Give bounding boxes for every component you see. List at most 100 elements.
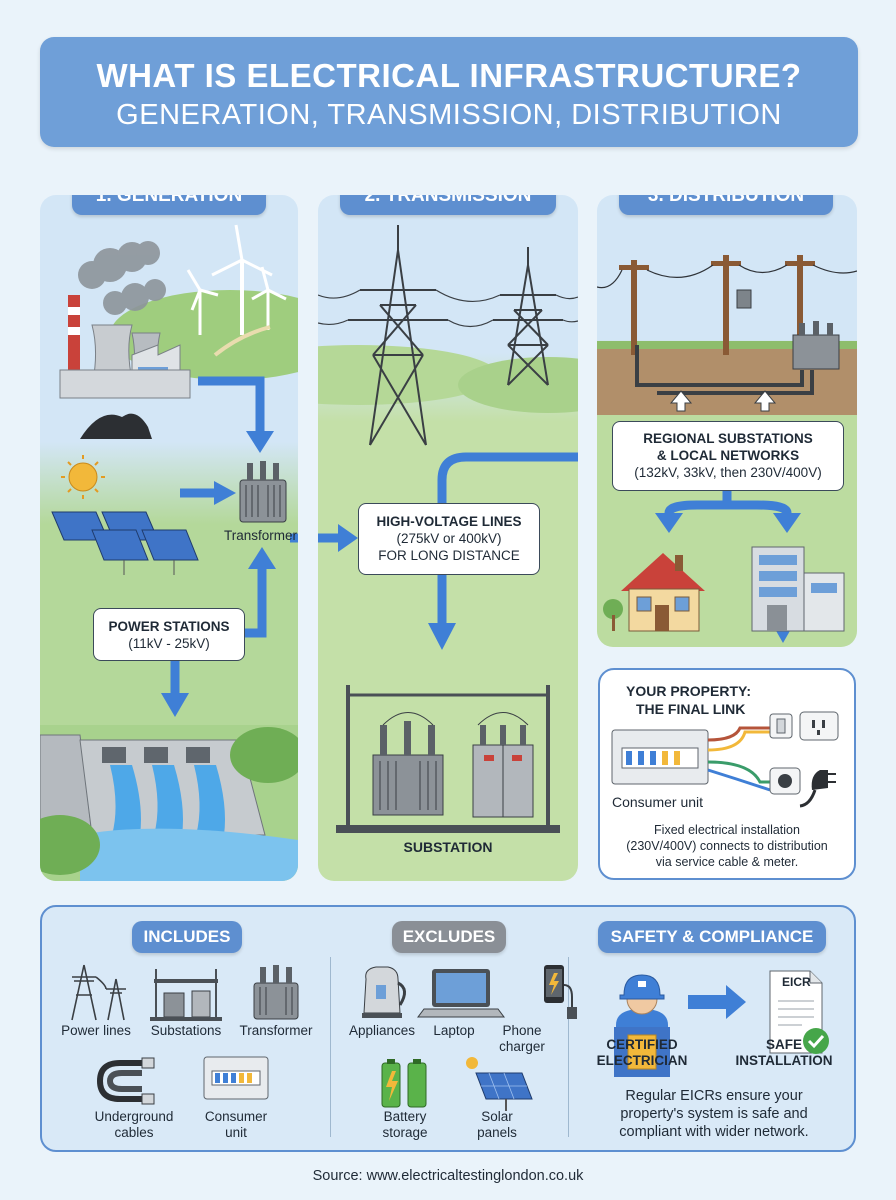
- generation-flow-arrows: [170, 376, 298, 695]
- page-title: WHAT IS ELECTRICAL INFRASTRUCTURE?: [96, 57, 802, 94]
- arrow-right-icon: [688, 985, 746, 1019]
- electrician-icon: [614, 974, 670, 1077]
- transmission-illustration: [318, 225, 578, 833]
- excludes-appliances: Appliances: [348, 1023, 416, 1038]
- includes-consumer-line1: Consumer: [204, 1109, 268, 1124]
- includes-icons: [71, 964, 299, 1105]
- includes-transformer: Transformer: [239, 1023, 313, 1038]
- laptop-icon: [417, 969, 505, 1018]
- safe-line2: INSTALLATION: [735, 1053, 833, 1068]
- excludes-icons: [362, 965, 577, 1111]
- excludes-solar-line1: Solar: [481, 1109, 513, 1124]
- substation-label: SUBSTATION: [403, 839, 493, 855]
- hydro-dam-icon: [40, 725, 298, 881]
- regional-substations-title: REGIONAL SUBSTATIONS: [643, 431, 813, 446]
- property-desc-line2: (230V/400V) connects to distribution: [626, 839, 828, 853]
- plug-socket-icon: [769, 767, 836, 808]
- property-desc-line1: Fixed electrical installation: [654, 823, 800, 837]
- distribution-illustration: [597, 255, 857, 643]
- excludes-phone-charger: Phone charger: [492, 1023, 552, 1055]
- high-voltage-lines-title: HIGH-VOLTAGE LINES: [376, 514, 522, 529]
- includes-power-lines: Power lines: [61, 1023, 131, 1038]
- power-plant-icon: [59, 295, 191, 399]
- transformer-label: Transformer: [224, 528, 298, 543]
- local-networks-title: & LOCAL NETWORKS: [656, 448, 800, 463]
- wall-socket-icon: [799, 711, 839, 741]
- apartment-building-icon: [603, 546, 845, 632]
- generation-heading: 1. GENERATION: [72, 195, 266, 215]
- safety-heading: SAFETY & COMPLIANCE: [598, 921, 826, 953]
- certified-electrician-label: CERTIFIED ELECTRICIAN: [590, 1037, 694, 1069]
- page-subtitle: GENERATION, TRANSMISSION, DISTRIBUTION: [116, 99, 782, 131]
- safety-note-line3: compliant with wider network.: [619, 1124, 809, 1140]
- power-stations-title: POWER STATIONS: [108, 619, 230, 634]
- divider-1: [330, 957, 331, 1137]
- phone-charger-icon: [544, 965, 577, 1019]
- property-illustration: [611, 711, 839, 808]
- property-title-line1: YOUR PROPERTY:: [626, 683, 751, 699]
- transmission-flow-arrows: [318, 452, 578, 625]
- distribution-panel: 3. DISTRIBUTION REGIONAL SUBSTATIONS & L…: [597, 195, 857, 647]
- high-voltage-lines-box: HIGH-VOLTAGE LINES (275kV or 400kV) FOR …: [358, 503, 540, 575]
- solar-panels-icon: [466, 1057, 533, 1111]
- safe-line1: SAFE: [765, 1037, 802, 1052]
- includes-underground-line2: cables: [114, 1125, 154, 1140]
- excludes-battery-line1: Battery: [383, 1109, 427, 1124]
- power-lines-icon: [71, 964, 126, 1021]
- transformer-icon: [239, 461, 287, 523]
- safety-note-line2: property's system is safe and: [620, 1106, 808, 1122]
- property-desc-line3: via service cable & meter.: [655, 855, 799, 869]
- high-voltage-lines-voltage: (275kV or 400kV): [396, 531, 502, 546]
- power-lines-icon: [318, 289, 578, 328]
- kettle-icon: [362, 966, 406, 1018]
- property-title-line2: THE FINAL LINK: [636, 701, 746, 717]
- excludes-solar-panels: Solar panels: [462, 1109, 532, 1141]
- high-voltage-lines-note: FOR LONG DISTANCE: [378, 548, 520, 563]
- generation-illustration: [40, 224, 298, 881]
- excludes-battery-line2: storage: [382, 1125, 428, 1140]
- generation-panel: 1. GENERATION Transformer POWER STATIONS…: [40, 195, 298, 881]
- transmission-panel: 2. TRANSMISSION HIGH-VOLTAGE LINES (275k…: [318, 195, 578, 881]
- excludes-phone-line2: charger: [499, 1039, 545, 1054]
- power-stations-voltage: (11kV - 25kV): [128, 636, 210, 651]
- your-property-card: YOUR PROPERTY: THE FINAL LINK: [598, 668, 856, 880]
- sun-icon: [61, 455, 105, 499]
- wind-turbine-icon: [186, 224, 287, 335]
- transmission-heading: 2. TRANSMISSION: [340, 195, 556, 215]
- safety-note: Regular EICRs ensure your property's sys…: [578, 1087, 850, 1141]
- wall-switch-icon: [769, 713, 793, 739]
- certified-line1: CERTIFIED: [606, 1037, 678, 1052]
- consumer-unit-label: Consumer unit: [612, 794, 704, 810]
- pylon-icon: [348, 225, 563, 446]
- house-icon: [621, 553, 705, 632]
- solar-panel-icon: [51, 511, 199, 575]
- includes-underground-line1: Underground: [94, 1109, 174, 1124]
- excludes-solar-line2: panels: [477, 1125, 517, 1140]
- includes-underground-cables: Underground cables: [82, 1109, 186, 1141]
- includes-consumer-line2: unit: [225, 1125, 247, 1140]
- certified-line2: ELECTRICIAN: [596, 1053, 688, 1068]
- source-credit: Source: www.electricaltestinglondon.co.u…: [312, 1168, 584, 1184]
- smoke-icon: [78, 241, 166, 315]
- utility-pole-icon: [619, 255, 840, 370]
- consumer-unit-icon: [611, 729, 709, 785]
- excludes-phone-line1: Phone: [502, 1023, 542, 1038]
- distribution-heading: 3. DISTRIBUTION: [619, 195, 833, 215]
- includes-consumer-unit: Consumer unit: [192, 1109, 280, 1141]
- excludes-battery-storage: Battery storage: [368, 1109, 442, 1141]
- scope-panel: INCLUDES: [40, 905, 856, 1152]
- eicr-doc-label: EICR: [782, 975, 811, 989]
- safe-installation-label: SAFE INSTALLATION: [732, 1037, 836, 1069]
- excludes-heading: EXCLUDES: [392, 921, 506, 953]
- includes-heading: INCLUDES: [132, 921, 242, 953]
- eicr-document-icon: [769, 970, 829, 1054]
- power-stations-box: POWER STATIONS (11kV - 25kV): [93, 608, 245, 661]
- regional-substations-box: REGIONAL SUBSTATIONS & LOCAL NETWORKS (1…: [612, 421, 844, 491]
- excludes-laptop: Laptop: [433, 1023, 475, 1038]
- substation-icon: [336, 685, 560, 833]
- underground-cables-icon: [96, 1057, 155, 1105]
- includes-substations: Substations: [150, 1023, 222, 1038]
- header-banner: WHAT IS ELECTRICAL INFRASTRUCTURE? GENER…: [40, 37, 858, 147]
- substations-icon: [150, 969, 222, 1021]
- regional-voltage: (132kV, 33kV, then 230V/400V): [634, 465, 822, 480]
